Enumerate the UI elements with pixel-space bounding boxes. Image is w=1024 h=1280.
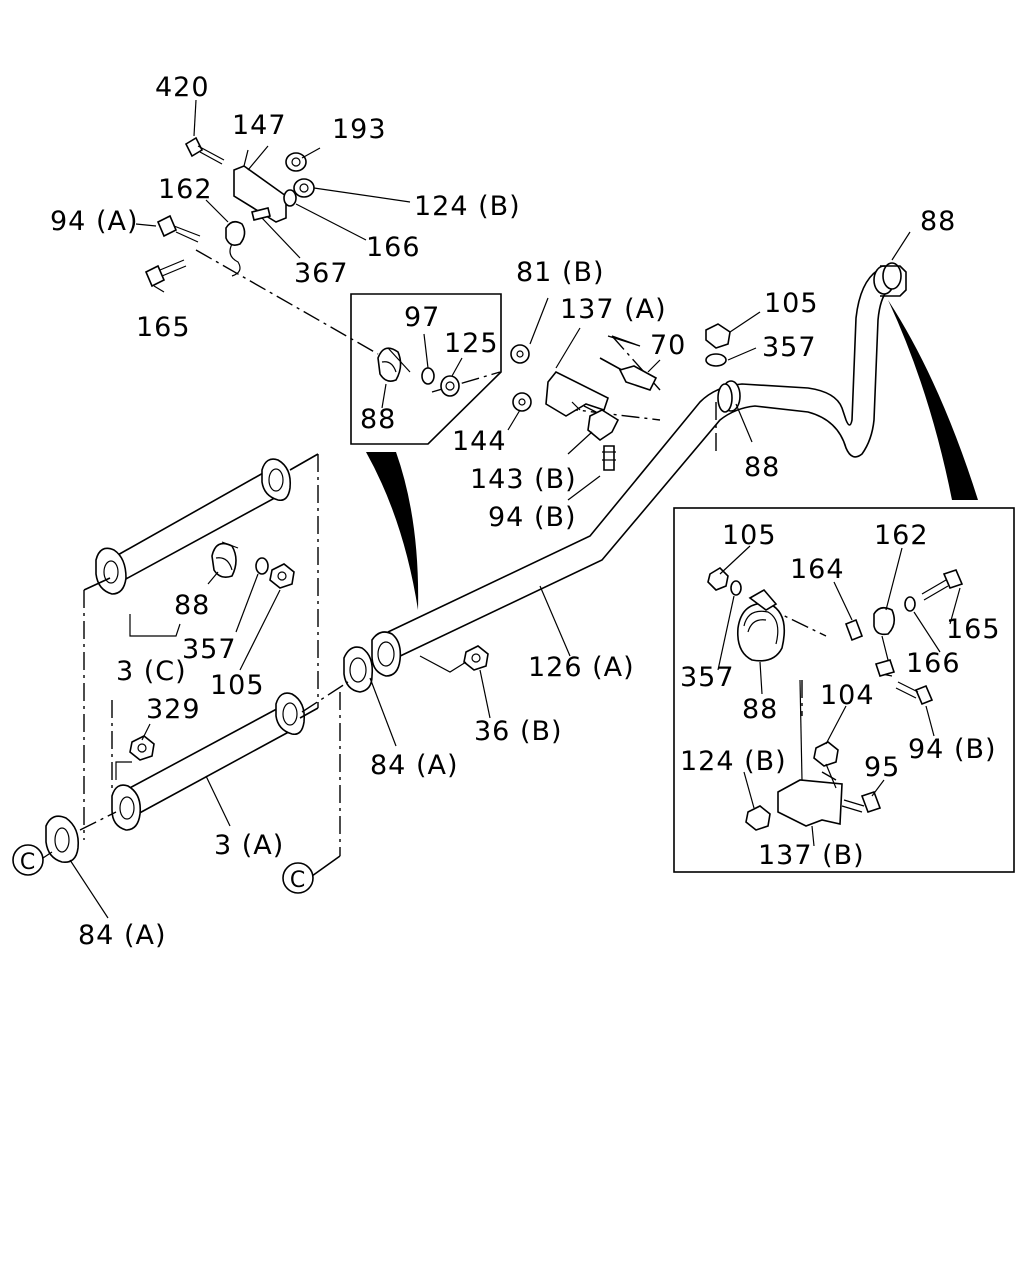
pipe-3a (111, 692, 306, 831)
label-357-top: 357 (762, 332, 817, 363)
label-126a: 126 (A) (528, 652, 635, 683)
ref-circle-c-left: C (12, 844, 53, 876)
label-88-topright: 88 (920, 206, 956, 237)
label-137a: 137 (A) (560, 294, 667, 325)
inset-box-clamp-top (350, 293, 502, 445)
flange-84a-mid (343, 631, 402, 693)
label-367: 367 (294, 258, 349, 289)
label-166-top: 166 (366, 232, 421, 263)
label-94a: 94 (A) (50, 206, 138, 237)
label-84a-mid: 84 (A) (370, 750, 458, 781)
label-105-inset2: 105 (722, 520, 777, 551)
label-144: 144 (452, 426, 507, 457)
label-143b: 143 (B) (470, 464, 577, 495)
label-164: 164 (790, 554, 845, 585)
label-165-top: 165 (136, 312, 191, 343)
label-420: 420 (155, 72, 210, 103)
label-3c: 3 (C) (116, 656, 187, 687)
clamp-assembly-inset1 (377, 333, 463, 409)
label-97: 97 (404, 302, 440, 333)
inset-box-clamp-right (673, 507, 1015, 873)
label-165-inset2: 165 (946, 614, 1001, 645)
label-94b-inset2: 94 (B) (908, 734, 997, 765)
label-104: 104 (820, 680, 875, 711)
label-124b-inset2: 124 (B) (680, 746, 787, 777)
label-88-mid: 88 (744, 452, 780, 483)
label-84a-bottom: 84 (A) (78, 920, 166, 951)
ref-c-mid-label: C (290, 868, 306, 893)
label-162-inset2: 162 (874, 520, 929, 551)
label-193: 193 (332, 114, 387, 145)
label-94b-mid: 94 (B) (488, 502, 577, 533)
label-162-top: 162 (158, 174, 213, 205)
label-105-left: 105 (210, 670, 265, 701)
label-137b: 137 (B) (758, 840, 865, 871)
label-70: 70 (650, 330, 686, 361)
label-125: 125 (444, 328, 499, 359)
ref-circle-c-mid: C (282, 862, 314, 894)
label-95: 95 (864, 752, 900, 783)
label-124b-top: 124 (B) (414, 191, 521, 222)
flange-84a-bottom (45, 815, 80, 864)
label-81b: 81 (B) (516, 257, 605, 288)
callout-wedge-left (366, 452, 419, 610)
label-3a: 3 (A) (214, 830, 284, 861)
label-88-inset1: 88 (360, 404, 396, 435)
clamp-assembly-inset2 (707, 545, 964, 847)
label-88-left: 88 (174, 590, 210, 621)
ref-c-left-label: C (20, 850, 36, 875)
pipe-126a (387, 262, 907, 659)
label-166-inset2: 166 (906, 648, 961, 679)
label-36b: 36 (B) (474, 716, 563, 747)
label-105-top: 105 (764, 288, 819, 319)
label-147: 147 (232, 110, 287, 141)
label-357-left: 357 (182, 634, 237, 665)
label-357-inset2: 357 (680, 662, 735, 693)
hanger-assembly-top (135, 99, 411, 293)
clamp-assembly-left (69, 541, 571, 919)
bracket-137a-assembly (507, 231, 911, 501)
callout-labels: 420 147 193 162 124 (B) 94 (A) 166 367 1… (50, 72, 1001, 951)
label-88-inset2: 88 (742, 694, 778, 725)
callout-wedge-right (888, 300, 978, 500)
pipe-3c (95, 458, 292, 595)
label-329: 329 (146, 694, 201, 725)
